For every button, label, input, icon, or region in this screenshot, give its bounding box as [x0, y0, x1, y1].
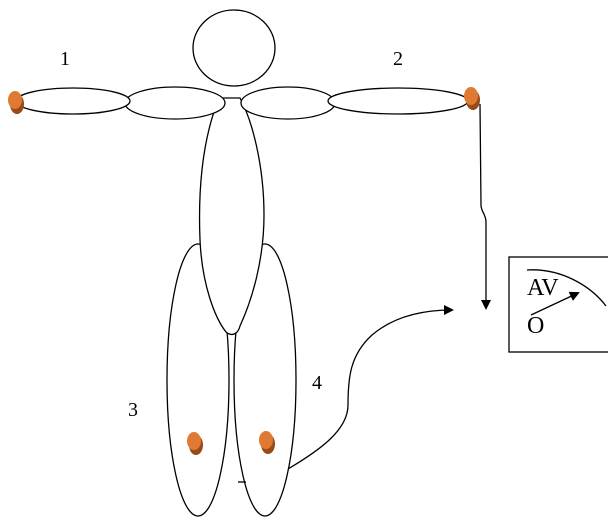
electrode-right-arm: [464, 87, 480, 110]
electrode-right-leg: [259, 431, 275, 454]
electrode-left-arm: [8, 91, 24, 114]
left-forearm: [15, 87, 131, 115]
head: [192, 9, 276, 87]
electrode-left-leg: [187, 432, 203, 455]
meter-box: [508, 256, 608, 353]
left-leg: [166, 243, 230, 517]
right-leg: [233, 243, 297, 517]
meter-needle: [530, 291, 580, 316]
lead-wire-right-leg: [287, 305, 454, 470]
label-right-leg: 4: [312, 372, 322, 394]
label-right-arm: 2: [393, 48, 403, 70]
meter-label-av: AV: [527, 275, 559, 301]
label-left-arm: 1: [60, 48, 70, 70]
lead-wire-right-arm: [479, 103, 491, 310]
right-upper-arm: [240, 86, 336, 120]
label-left-leg: 3: [128, 399, 138, 421]
right-forearm: [327, 87, 469, 115]
torso: [198, 97, 265, 336]
meter: AV O: [508, 256, 608, 353]
meter-label-o: O: [527, 313, 544, 339]
meter-scale-arc: [526, 269, 607, 307]
left-upper-arm: [124, 86, 226, 120]
